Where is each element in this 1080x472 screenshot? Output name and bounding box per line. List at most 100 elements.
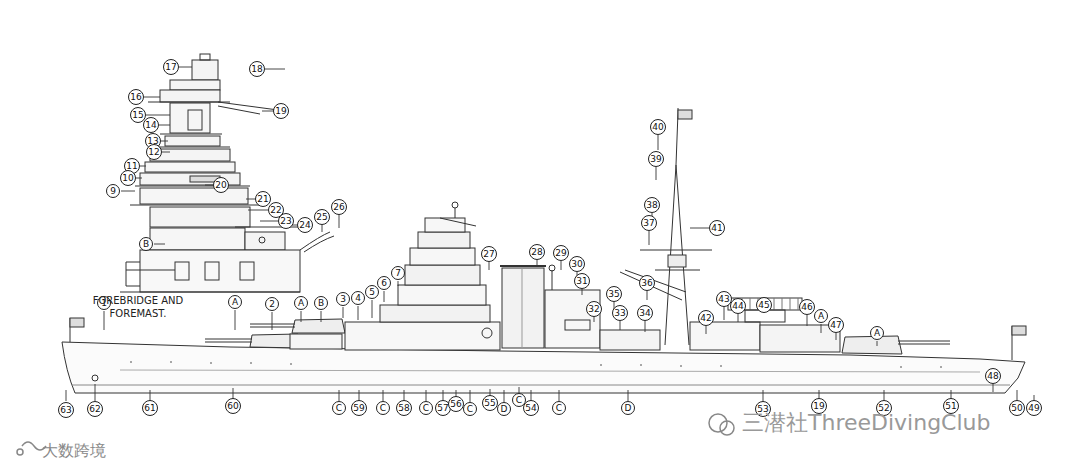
callout-number: 3 — [340, 295, 346, 304]
callout-circle: 20 — [213, 177, 229, 193]
callout-number: 45 — [758, 301, 769, 310]
watermark: 三潜社ThreeDivingClub — [742, 409, 1042, 437]
callout-number: 62 — [89, 405, 100, 414]
callout-circle: D — [621, 401, 635, 415]
callout-number: C — [467, 405, 473, 414]
callout-number: 48 — [987, 372, 998, 381]
callout-circle: A — [814, 309, 828, 323]
callout-number: C — [516, 396, 522, 405]
callout-circle: 19 — [273, 103, 289, 119]
callout-number: 49 — [1028, 404, 1039, 413]
callout-number: D — [625, 404, 632, 413]
callout-circle: 24 — [297, 217, 313, 233]
callout-number: 14 — [145, 121, 156, 130]
callout-circle: 26 — [331, 199, 347, 215]
callout-circle: 32 — [586, 301, 602, 317]
callout-number: A — [818, 312, 824, 321]
callout-circle: 30 — [569, 256, 585, 272]
callout-circle: 4 — [351, 291, 365, 305]
callout-number: 25 — [316, 213, 327, 222]
callout-circle: 45 — [756, 297, 772, 313]
callout-number: 7 — [395, 269, 401, 278]
callout-number: 60 — [227, 402, 238, 411]
callout-circle: 35 — [606, 286, 622, 302]
callout-circle: 40 — [650, 119, 666, 135]
callout-circle: A — [228, 295, 242, 309]
callout-number: A — [232, 298, 238, 307]
callout-circle: B — [314, 296, 328, 310]
callout-number: 54 — [525, 404, 536, 413]
callout-number: 40 — [652, 123, 663, 132]
callout-circle: 38 — [644, 197, 660, 213]
callout-number: 24 — [299, 221, 310, 230]
callout-number: 39 — [650, 155, 661, 164]
callout-number: 63 — [60, 406, 71, 415]
callout-circle: 5 — [365, 285, 379, 299]
callout-circle: 42 — [698, 310, 714, 326]
callout-number: 23 — [280, 217, 291, 226]
callout-number: 58 — [398, 404, 409, 413]
callout-circle: 6 — [377, 276, 391, 290]
callout-number: 56 — [450, 400, 461, 409]
callout-circle: 34 — [637, 305, 653, 321]
callout-number: 43 — [718, 295, 729, 304]
callout-number: 41 — [711, 224, 722, 233]
callout-number: 33 — [614, 309, 625, 318]
callout-circle: 9 — [106, 184, 120, 198]
callout-number: 38 — [646, 201, 657, 210]
callout-number: 21 — [257, 195, 268, 204]
callout-number: A — [874, 329, 880, 338]
callout-number: C — [336, 404, 342, 413]
callout-circle: C — [332, 401, 346, 415]
callout-circle: 18 — [249, 61, 265, 77]
callout-number: 15 — [132, 111, 143, 120]
callout-circle: 14 — [143, 117, 159, 133]
callout-circle: 50 — [1009, 400, 1025, 416]
callout-circle: 41 — [709, 220, 725, 236]
callout-number: B — [318, 299, 324, 308]
callout-circle: 2 — [265, 297, 279, 311]
callout-number: 42 — [700, 314, 711, 323]
callout-circle: C — [463, 402, 477, 416]
callout-number: D — [501, 405, 508, 414]
callout-number: 47 — [830, 321, 841, 330]
callout-number: 19 — [813, 402, 824, 411]
callout-circle: B — [139, 237, 153, 251]
watermark: 大数跨境 — [42, 441, 162, 461]
callout-number: 44 — [732, 302, 743, 311]
callout-number: 46 — [801, 303, 812, 312]
callout-number: 59 — [353, 404, 364, 413]
callout-circle: C — [552, 401, 566, 415]
callout-number: 18 — [251, 65, 262, 74]
callout-number: 17 — [165, 63, 176, 72]
callout-circle: 61 — [142, 400, 158, 416]
callout-circle: A — [870, 326, 884, 340]
callout-number: 6 — [381, 279, 387, 288]
callout-circle: 47 — [828, 317, 844, 333]
callout-circle: 28 — [529, 244, 545, 260]
callout-number: 22 — [270, 206, 281, 215]
callout-circle: 56 — [448, 396, 464, 412]
callout-number: B — [143, 240, 149, 249]
callout-circle: 60 — [225, 398, 241, 414]
callout-number: 55 — [484, 399, 495, 408]
callout-number: 2 — [269, 300, 275, 309]
callout-number: 5 — [369, 288, 375, 297]
callout-number: 10 — [122, 174, 133, 183]
callout-number: 57 — [437, 404, 448, 413]
callout-number: 36 — [641, 279, 652, 288]
callout-circle: 48 — [985, 368, 1001, 384]
callout-number: A — [298, 299, 304, 308]
callout-circle: 36 — [639, 275, 655, 291]
callout-circle: 58 — [396, 400, 412, 416]
callout-circle: 10 — [120, 170, 136, 186]
callout-circle: 12 — [146, 144, 162, 160]
callout-number: C — [380, 404, 386, 413]
callout-number: 16 — [130, 93, 141, 102]
callout-circle: A — [294, 296, 308, 310]
callout-number: 50 — [1011, 404, 1022, 413]
callout-circle: 31 — [574, 273, 590, 289]
